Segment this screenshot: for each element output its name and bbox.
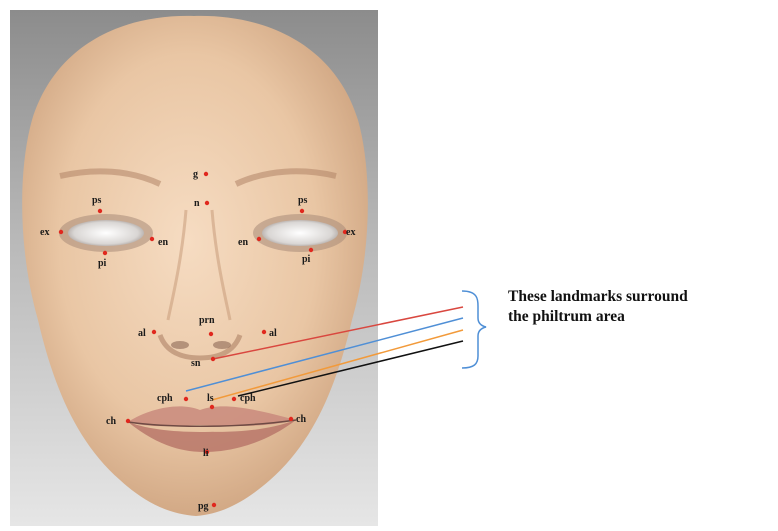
svg-text:ls: ls	[207, 393, 214, 404]
caption-line-2: the philtrum area	[508, 307, 776, 327]
caption-line-1: These landmarks surround	[508, 287, 776, 307]
svg-text:en: en	[238, 237, 248, 248]
svg-text:al: al	[269, 328, 277, 339]
svg-text:ps: ps	[92, 195, 102, 206]
svg-text:al: al	[138, 328, 146, 339]
landmark-li: li	[203, 448, 209, 459]
svg-text:pi: pi	[98, 258, 107, 269]
svg-text:pi: pi	[302, 254, 311, 265]
svg-text:n: n	[194, 198, 200, 209]
left-nostril	[213, 341, 231, 349]
svg-text:g: g	[193, 169, 198, 180]
svg-text:ex: ex	[40, 227, 49, 238]
svg-text:ch: ch	[106, 416, 116, 427]
svg-text:ps: ps	[298, 195, 308, 206]
svg-text:cph: cph	[157, 393, 173, 404]
caption-brace	[462, 291, 486, 368]
right-eye	[68, 220, 144, 246]
svg-text:cph: cph	[240, 393, 256, 404]
svg-text:prn: prn	[199, 315, 215, 326]
svg-text:sn: sn	[191, 358, 201, 369]
philtrum-caption: These landmarks surround the philtrum ar…	[508, 287, 776, 327]
svg-text:pg: pg	[198, 501, 209, 512]
svg-text:li: li	[203, 448, 209, 459]
svg-text:ex: ex	[346, 227, 355, 238]
svg-text:ch: ch	[296, 414, 306, 425]
left-eye	[262, 220, 338, 246]
svg-text:en: en	[158, 237, 168, 248]
right-nostril	[171, 341, 189, 349]
